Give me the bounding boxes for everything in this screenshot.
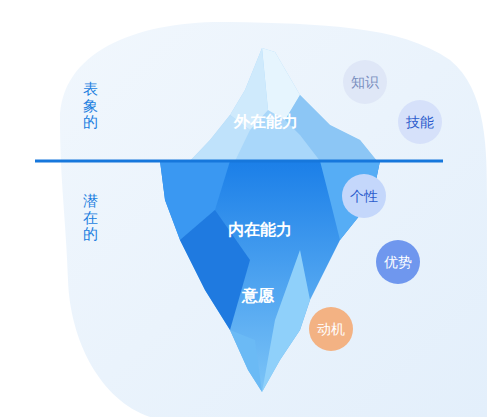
side-label: 表象的 xyxy=(83,81,98,131)
keyword-text: 优势 xyxy=(384,254,412,271)
iceberg-label: 外在能力 xyxy=(234,112,298,133)
iceberg-label: 内在能力 xyxy=(228,220,292,241)
keyword-circle: 优势 xyxy=(376,240,420,284)
keyword-circle: 技能 xyxy=(398,100,442,144)
iceberg-label: 意愿 xyxy=(242,286,274,307)
side-label: 潜在的 xyxy=(83,193,98,243)
keyword-circle: 动机 xyxy=(309,307,353,351)
keyword-circle: 个性 xyxy=(342,174,386,218)
background-blob xyxy=(60,22,487,417)
keyword-text: 个性 xyxy=(350,188,378,205)
keyword-circle: 知识 xyxy=(343,60,387,104)
keyword-text: 动机 xyxy=(317,321,345,338)
iceberg-top xyxy=(190,48,377,161)
keyword-text: 技能 xyxy=(406,114,434,131)
water-line xyxy=(35,160,443,163)
keyword-text: 知识 xyxy=(351,74,379,91)
